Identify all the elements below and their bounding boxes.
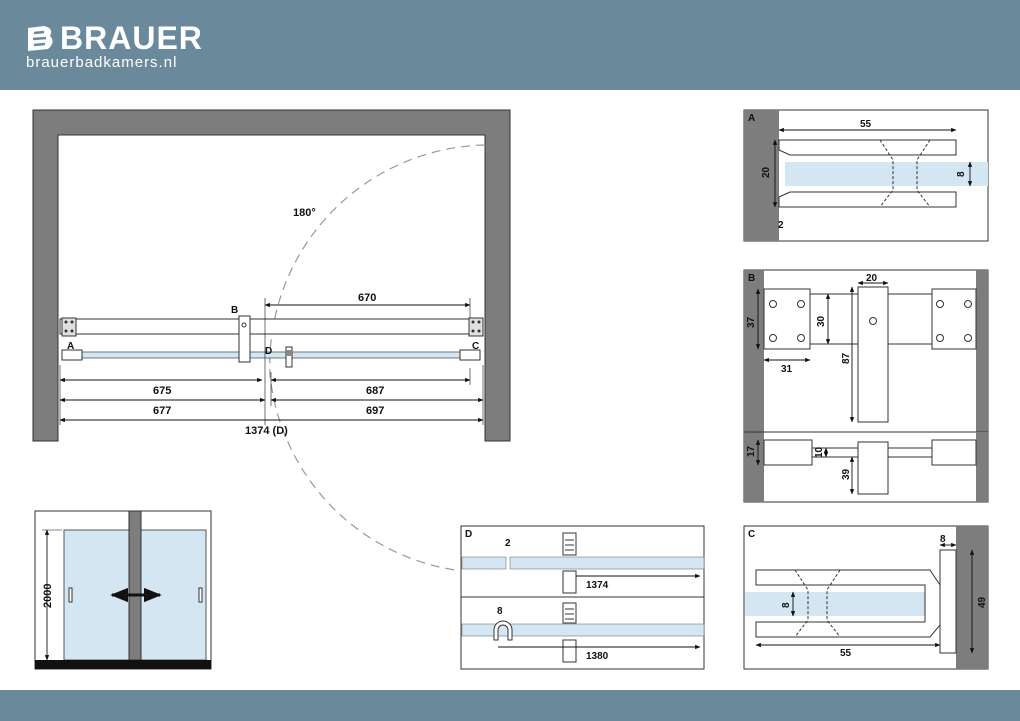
detail-a-label: A bbox=[748, 113, 755, 124]
detail-b-label: B bbox=[748, 273, 755, 284]
detail-a-gap: 2 bbox=[778, 220, 784, 231]
glass-clamp-c bbox=[459, 349, 481, 361]
center-wall bbox=[128, 510, 142, 661]
detail-d-label: D bbox=[465, 529, 472, 540]
detail-b-height-87: 87 bbox=[841, 352, 852, 364]
detail-b-width-31: 31 bbox=[781, 364, 793, 375]
detail-b-height-39: 39 bbox=[841, 468, 852, 480]
detail-b-connector bbox=[857, 286, 889, 423]
detail-d-length-2: 1380 bbox=[586, 651, 609, 662]
wall-outline bbox=[32, 109, 511, 442]
dim-right-2: 697 bbox=[366, 405, 384, 417]
dim-left-2: 677 bbox=[153, 405, 171, 417]
brand-name: BRAUER bbox=[60, 20, 203, 56]
header-bar: BRAUER brauerbadkamers.nl bbox=[0, 0, 1020, 90]
glass-panel bbox=[61, 351, 467, 359]
wall-bracket-right bbox=[468, 317, 484, 337]
front-view: 2000 bbox=[34, 510, 212, 670]
detail-b-height-37: 37 bbox=[746, 316, 757, 328]
detail-c-width-55: 55 bbox=[840, 648, 852, 659]
detail-c-glass bbox=[745, 592, 925, 616]
detail-b: B 20 37 30 31 87 17 10 39 bbox=[743, 269, 989, 503]
detail-c-height-49: 49 bbox=[977, 596, 988, 608]
dim-top: 670 bbox=[358, 292, 376, 304]
detail-a: A 55 20 8 2 bbox=[743, 109, 989, 242]
brand-url: brauerbadkamers.nl bbox=[26, 54, 178, 71]
rail-connector-b bbox=[238, 315, 251, 363]
detail-d-gap: 2 bbox=[505, 538, 511, 549]
label-d: D bbox=[265, 346, 272, 357]
detail-a-glass bbox=[785, 162, 988, 186]
floor bbox=[35, 660, 211, 669]
detail-c: C 8 8 55 49 bbox=[743, 525, 989, 670]
detail-b-height-10: 10 bbox=[814, 446, 825, 458]
detail-a-height: 20 bbox=[761, 166, 772, 178]
label-a: A bbox=[67, 341, 74, 352]
dim-right-1: 687 bbox=[366, 385, 384, 397]
detail-a-width: 55 bbox=[860, 119, 872, 130]
detail-b-height-30: 30 bbox=[816, 315, 827, 327]
dim-left-1: 675 bbox=[153, 385, 171, 397]
dim-total: 1374 (D) bbox=[245, 425, 288, 437]
detail-c-width-8: 8 bbox=[940, 534, 946, 545]
glass-clamp-a bbox=[61, 349, 83, 361]
detail-b-width-20: 20 bbox=[866, 273, 878, 284]
detail-d: D 2 1374 8 1380 bbox=[460, 525, 705, 670]
brauer-b-icon bbox=[28, 26, 53, 51]
detail-a-glass-thickness: 8 bbox=[956, 171, 967, 177]
plan-view: 180° A B C D 670 675 687 677 6 bbox=[32, 109, 511, 571]
detail-d-seal: 8 bbox=[497, 606, 503, 617]
detail-c-label: C bbox=[748, 529, 755, 540]
front-height: 2000 bbox=[42, 584, 54, 608]
door-handle bbox=[285, 346, 293, 368]
footer-bar bbox=[0, 690, 1020, 721]
angle-label: 180° bbox=[293, 207, 316, 219]
top-rail bbox=[59, 318, 484, 335]
detail-c-glass-thickness: 8 bbox=[781, 602, 792, 608]
detail-d-length-1: 1374 bbox=[586, 580, 609, 591]
detail-b-height-17: 17 bbox=[746, 445, 757, 457]
wall-bracket-left bbox=[61, 317, 77, 337]
label-c: C bbox=[472, 341, 479, 352]
label-b: B bbox=[231, 305, 238, 316]
